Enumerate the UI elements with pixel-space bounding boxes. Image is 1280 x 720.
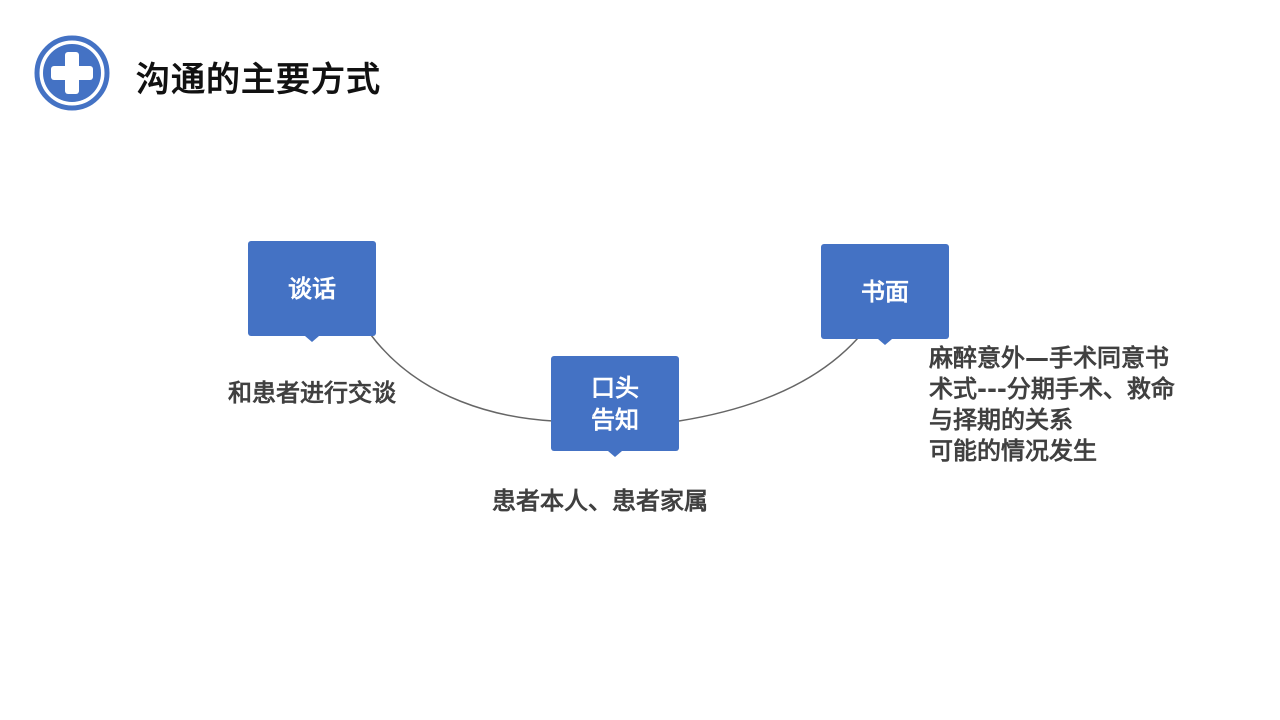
node-oral: 口头 告知 <box>551 356 679 457</box>
node-talk: 谈话 <box>248 241 376 342</box>
plus-circle-icon <box>34 35 110 111</box>
node-written-label: 书面 <box>861 277 909 306</box>
node-oral-label: 口头 告知 <box>591 373 639 434</box>
node-written-description: 麻醉意外—手术同意书 术式---分期手术、救命 与择期的关系 可能的情况发生 <box>929 343 1175 467</box>
node-written-description-line: 麻醉意外—手术同意书 <box>929 344 1169 372</box>
node-written-description-line: 与择期的关系 <box>929 406 1073 434</box>
node-written-description-line: 术式---分期手术、救命 <box>929 375 1175 403</box>
node-written-description-line: 可能的情况发生 <box>929 437 1097 465</box>
node-talk-label: 谈话 <box>288 274 336 303</box>
page-title: 沟通的主要方式 <box>136 60 381 100</box>
node-talk-description: 和患者进行交谈 <box>228 379 396 407</box>
node-oral-description: 患者本人、患者家属 <box>492 487 708 515</box>
node-written: 书面 <box>821 244 949 345</box>
